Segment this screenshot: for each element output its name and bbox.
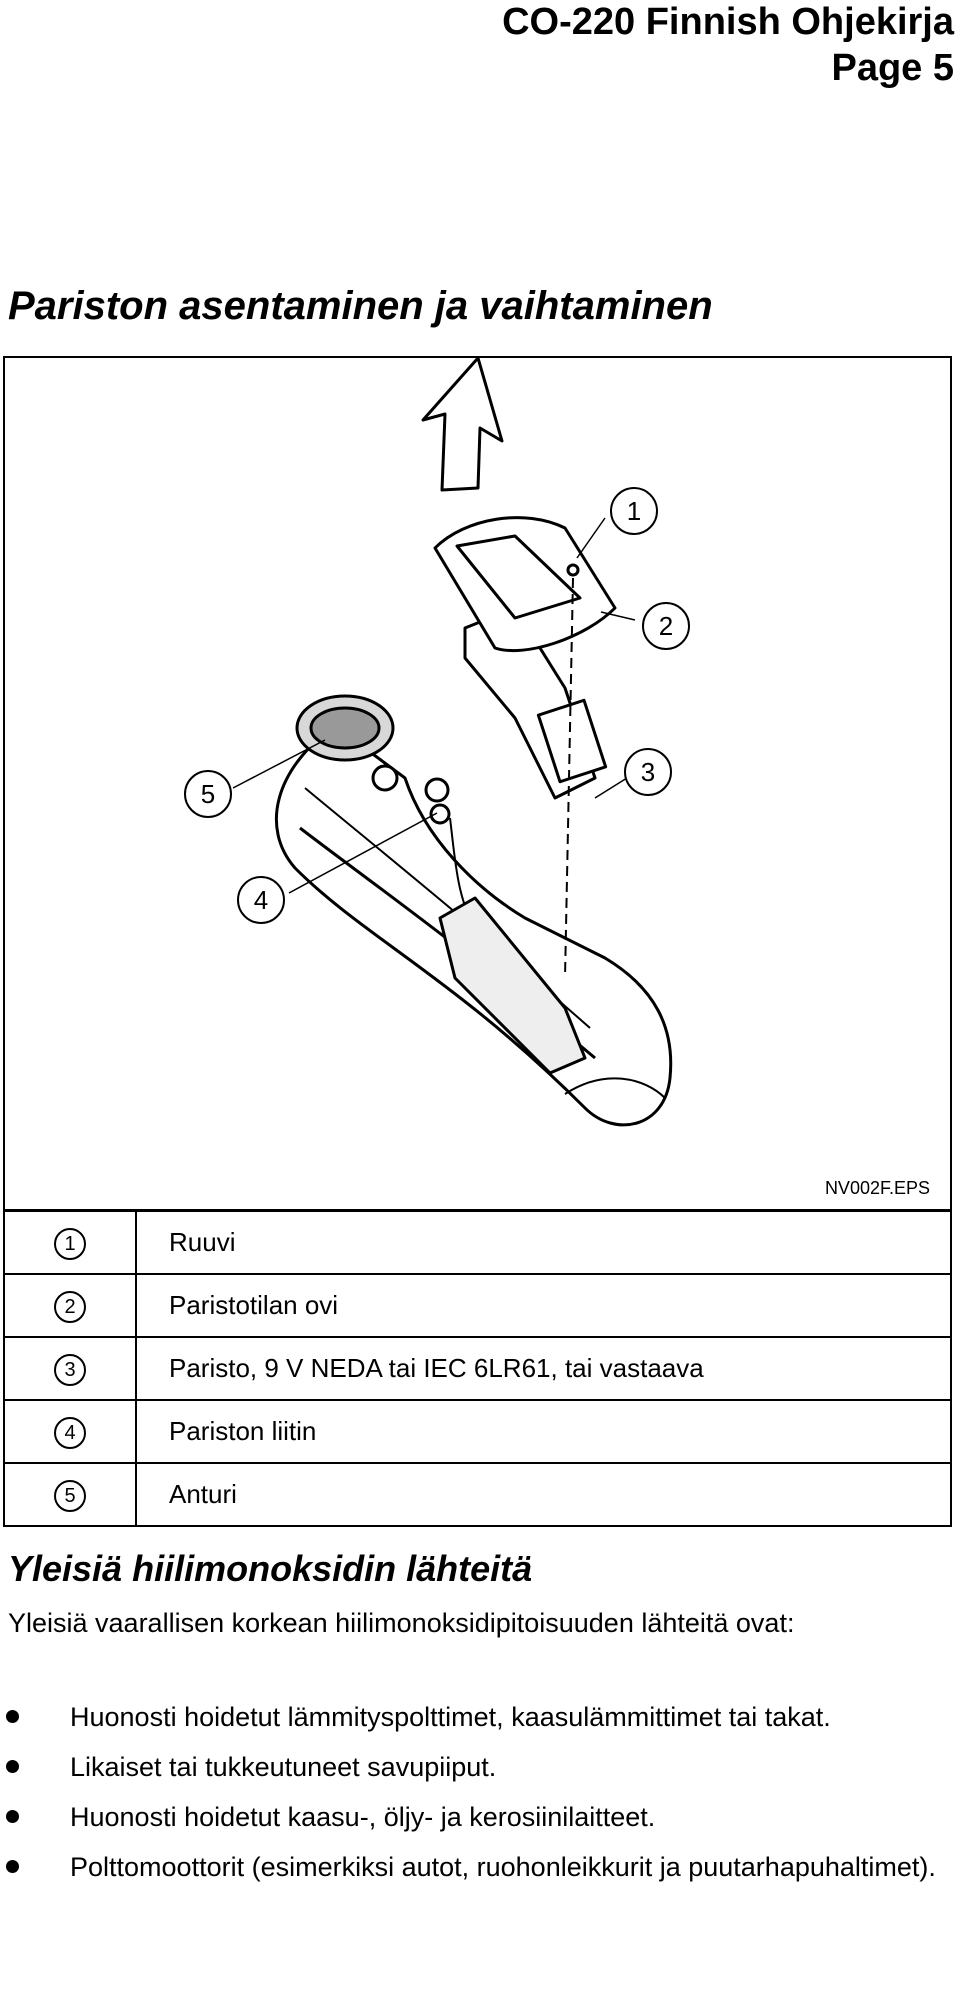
callout-1	[610, 487, 658, 535]
callout-4-label: 4	[254, 885, 268, 915]
callout-2	[642, 602, 690, 650]
battery-connector	[424, 777, 450, 803]
legend-row: 3 Paristo, 9 V NEDA tai IEC 6LR61, tai v…	[3, 1336, 952, 1401]
section-title-co-sources: Yleisiä hiilimonoksidin lähteitä	[8, 1548, 533, 1589]
bullet-icon	[6, 1760, 19, 1773]
list-item-text: Huonosti hoidetut kaasu-, öljy- ja keros…	[70, 1802, 656, 1832]
section-title-battery: Pariston asentaminen ja vaihtaminen	[8, 284, 713, 328]
callout-3-label: 3	[641, 757, 655, 787]
page-number: Page 5	[831, 47, 954, 89]
legend-label: Pariston liitin	[135, 1399, 952, 1464]
legend-table: 1 Ruuvi 2 Paristotilan ovi 3 Paristo, 9 …	[3, 1210, 952, 1527]
list-item: Polttomoottorit (esimerkiksi autot, ruoh…	[0, 1848, 940, 1886]
callout-4	[237, 876, 285, 924]
callout-3	[624, 748, 672, 796]
callout-2-label: 2	[659, 611, 673, 641]
list-item: Huonosti hoidetut kaasu-, öljy- ja keros…	[0, 1798, 940, 1836]
figure-file-reference: NV002F.EPS	[824, 1178, 930, 1198]
bullet-icon	[6, 1810, 19, 1823]
intro-paragraph: Yleisiä vaarallisen korkean hiilimonoksi…	[8, 1608, 795, 1638]
legend-number: 1	[54, 1227, 86, 1260]
legend-label: Paristotilan ovi	[135, 1273, 952, 1338]
legend-label: Ruuvi	[135, 1210, 952, 1275]
document-title: CO-220 Finnish Ohjekirja	[502, 1, 954, 43]
list-item: Huonosti hoidetut lämmityspolttimet, kaa…	[0, 1698, 940, 1736]
screw	[566, 563, 580, 577]
list-item-text: Likaiset tai tukkeutuneet savupiiput.	[70, 1752, 497, 1782]
legend-number: 5	[54, 1479, 86, 1512]
bullet-icon	[6, 1860, 19, 1873]
arrow-up-icon	[421, 358, 504, 492]
legend-number: 2	[54, 1290, 86, 1323]
legend-number: 4	[54, 1416, 86, 1449]
bullet-icon	[6, 1710, 19, 1723]
legend-label: Paristo, 9 V NEDA tai IEC 6LR61, tai vas…	[135, 1336, 952, 1401]
battery-illustration: 1 2 3 4 5	[184, 358, 690, 1127]
legend-number: 3	[54, 1353, 86, 1386]
legend-row: 2 Paristotilan ovi	[3, 1273, 952, 1338]
sources-list: Huonosti hoidetut lämmityspolttimet, kaa…	[0, 1698, 940, 1898]
legend-row: 1 Ruuvi	[3, 1210, 952, 1275]
callout-1-label: 1	[627, 496, 641, 526]
legend-label: Anturi	[135, 1462, 952, 1527]
callout-5	[184, 770, 232, 818]
legend-row: 4 Pariston liitin	[3, 1399, 952, 1464]
battery-figure: 1 2 3 4 5 NV002F.EPS	[3, 356, 952, 1211]
list-item: Likaiset tai tukkeutuneet savupiiput.	[0, 1748, 940, 1786]
list-item-text: Polttomoottorit (esimerkiksi autot, ruoh…	[70, 1852, 936, 1882]
legend-row: 5 Anturi	[3, 1462, 952, 1527]
battery-compartment	[438, 896, 587, 1075]
callout-5-label: 5	[201, 779, 215, 809]
list-item-text: Huonosti hoidetut lämmityspolttimet, kaa…	[70, 1702, 831, 1732]
